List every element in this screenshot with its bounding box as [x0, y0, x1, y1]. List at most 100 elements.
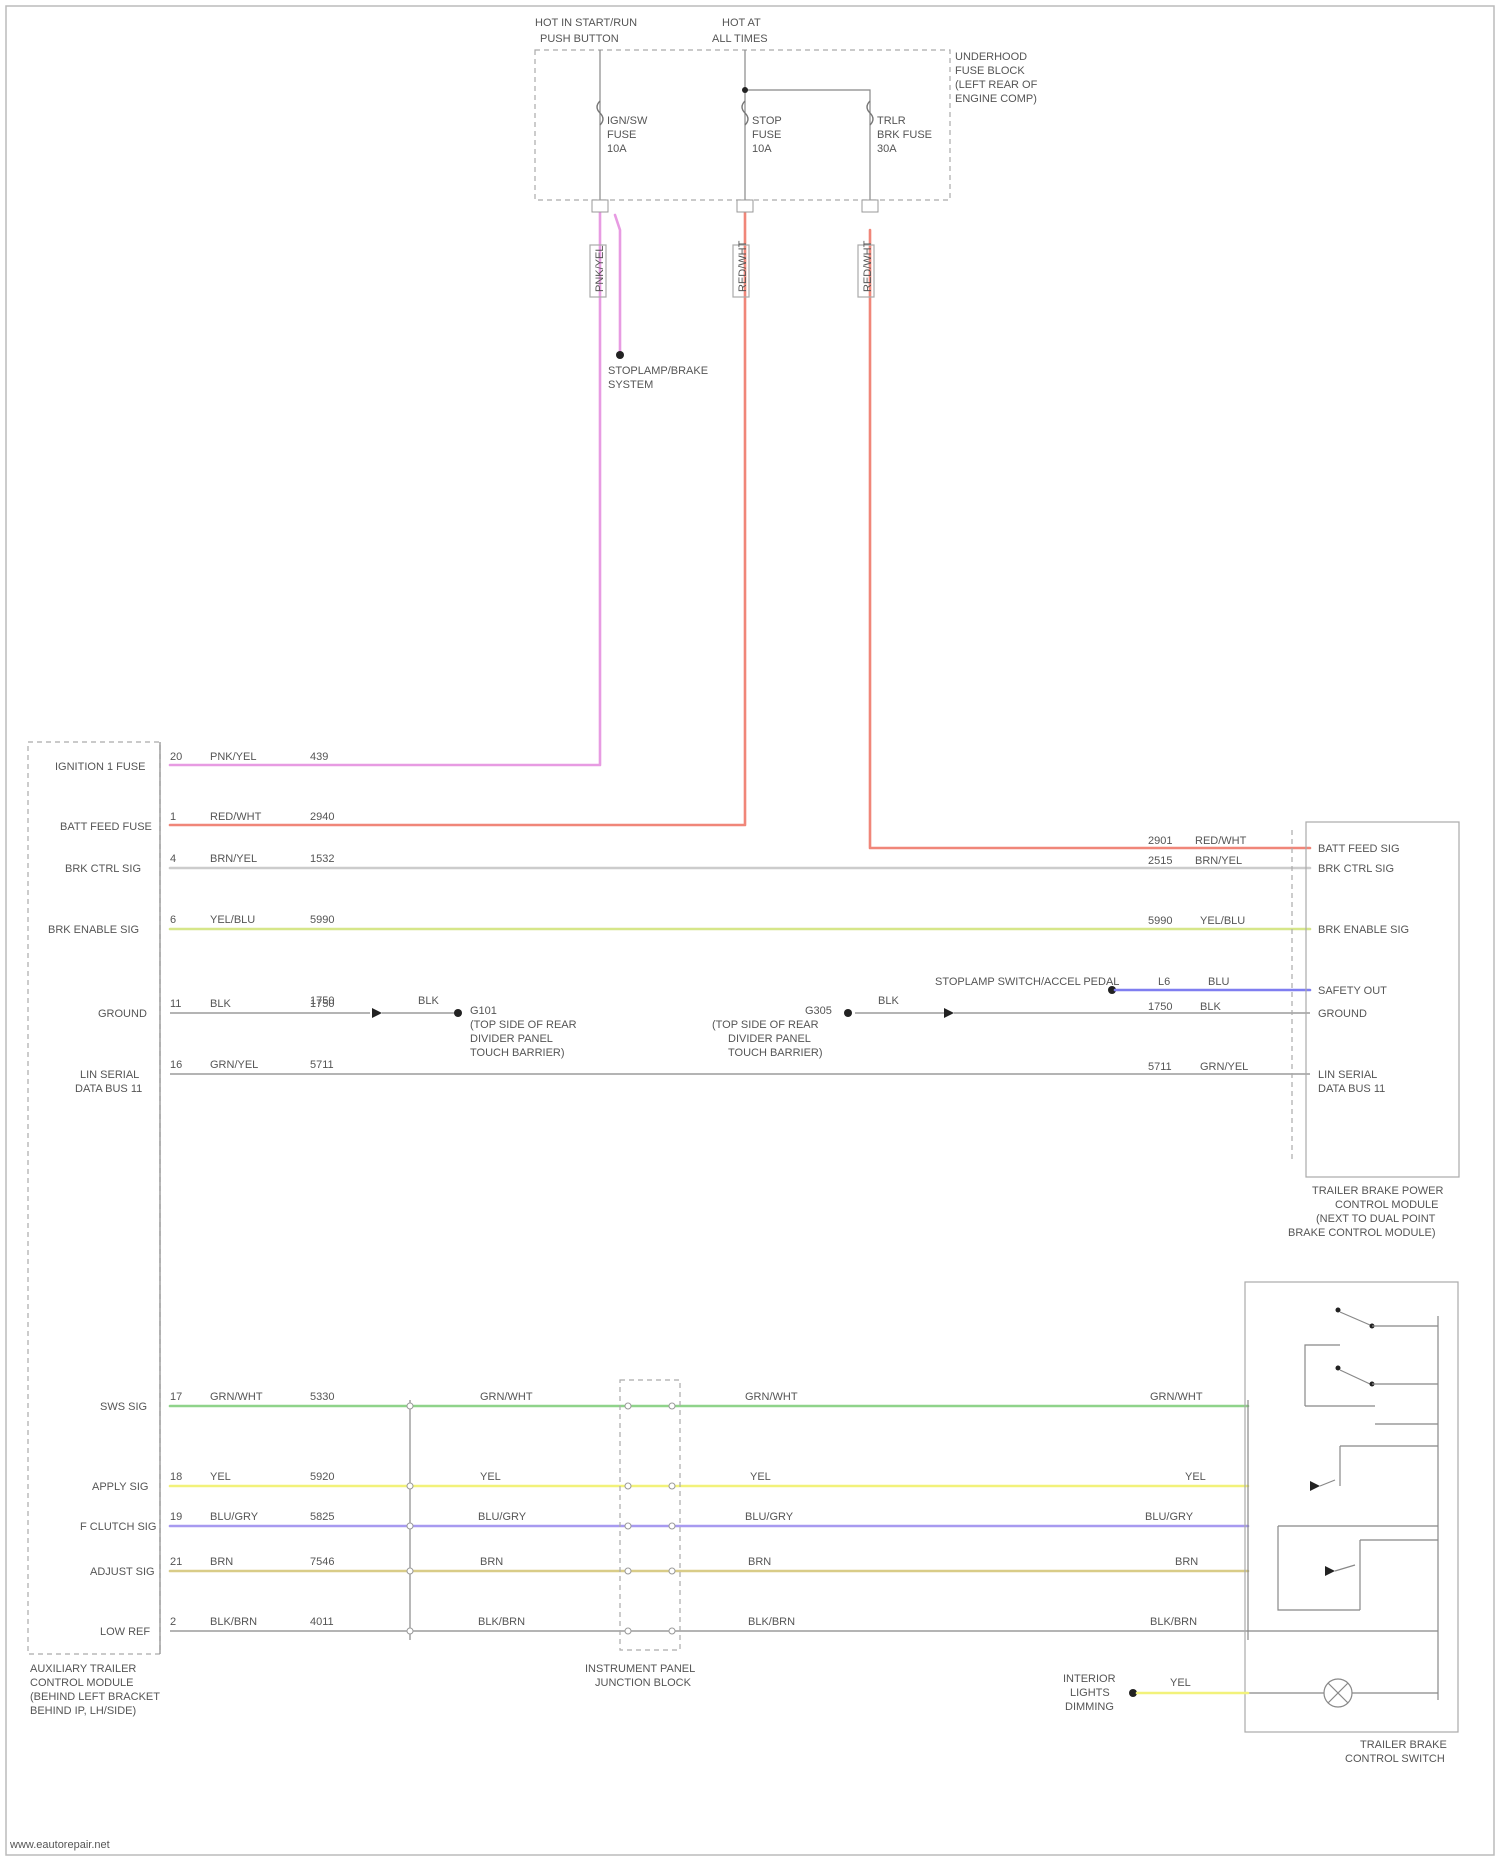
ground-right-label-3: DIVIDER PANEL — [728, 1033, 811, 1045]
wire-trlr-red — [870, 230, 1310, 848]
lower-color-apply-3: YEL — [750, 1471, 771, 1483]
pin-label-apply: APPLY SIG — [92, 1481, 148, 1493]
ground-left-arrow — [372, 1008, 382, 1018]
svg-text:30A: 30A — [877, 143, 897, 155]
svg-text:SAFETY OUT: SAFETY OUT — [1318, 985, 1387, 997]
svg-text:DATA BUS 11: DATA BUS 11 — [1318, 1083, 1385, 1095]
svg-text:PNK/YEL: PNK/YEL — [594, 246, 606, 292]
page-frame — [6, 6, 1494, 1855]
splice-label-1: STOPLAMP/BRAKE — [608, 365, 708, 377]
underhood-fuse-block: HOT IN START/RUN PUSH BUTTON HOT AT ALL … — [535, 17, 1038, 200]
ground-right-color: BLK — [878, 995, 899, 1007]
pin-num-batt: 1 — [170, 811, 176, 823]
lower-color-lowref-2: BLK/BRN — [478, 1616, 525, 1628]
svg-text:GROUND: GROUND — [1318, 1008, 1367, 1020]
ground-right-circuit: 1750 — [1148, 1001, 1172, 1013]
svg-text:BEHIND IP, LH/SIDE): BEHIND IP, LH/SIDE) — [30, 1705, 136, 1717]
pin-color-apply: YEL — [210, 1471, 231, 1483]
inline-connector-1 — [407, 1400, 413, 1640]
svg-text:CONTROL MODULE: CONTROL MODULE — [1335, 1199, 1439, 1211]
fuse-box-side-2: FUSE BLOCK — [955, 65, 1025, 77]
svg-text:BRAKE CONTROL MODULE): BRAKE CONTROL MODULE) — [1288, 1227, 1436, 1239]
pin-color-lowref: BLK/BRN — [210, 1616, 257, 1628]
svg-text:IGN/SW: IGN/SW — [607, 115, 648, 127]
ground-right-label-4: TOUCH BARRIER) — [728, 1047, 823, 1059]
pin-color-batt: RED/WHT — [210, 811, 262, 823]
svg-text:10A: 10A — [752, 143, 772, 155]
lower-color-lowref-4: BLK/BRN — [1150, 1616, 1197, 1628]
rwire-color-safety: BLU — [1208, 976, 1229, 988]
pin-num-adjust: 21 — [170, 1556, 182, 1568]
stoplamp-switch-label: STOPLAMP SWITCH/ACCEL PEDAL — [935, 976, 1119, 988]
ground-right-node — [844, 1009, 852, 1017]
pin-color-sws: GRN/WHT — [210, 1391, 263, 1403]
ground-right-label-2: (TOP SIDE OF REAR — [712, 1019, 819, 1031]
pin-color-fclutch: BLU/GRY — [210, 1511, 259, 1523]
svg-text:TRLR: TRLR — [877, 115, 906, 127]
ambient-label-3: DIMMING — [1065, 1701, 1114, 1713]
pin-num-brkctrl: 4 — [170, 853, 176, 865]
svg-text:INSTRUMENT PANEL: INSTRUMENT PANEL — [585, 1663, 695, 1675]
pin-circuit-brken: 5990 — [310, 914, 334, 926]
rwire-circuit-lin: 5711 — [1148, 1061, 1172, 1073]
svg-text:FUSE: FUSE — [752, 129, 781, 141]
splice-stoplamp — [616, 351, 624, 359]
lower-color-sws-4: GRN/WHT — [1150, 1391, 1203, 1403]
pin-label-fclutch: F CLUTCH SIG — [80, 1521, 156, 1533]
pin-num-lin: 16 — [170, 1059, 182, 1071]
wire-batt-red — [170, 210, 745, 825]
footer-watermark: www.eautorepair.net — [9, 1839, 110, 1851]
pin-label-gnd: GROUND — [98, 1008, 147, 1020]
pin-label-lin-1: LIN SERIAL — [80, 1069, 139, 1081]
pin-num-brken: 6 — [170, 914, 176, 926]
lower-color-fclutch-3: BLU/GRY — [745, 1511, 794, 1523]
lower-color-lowref-3: BLK/BRN — [748, 1616, 795, 1628]
pin-circuit-ign: 439 — [310, 751, 328, 763]
pin-circuit-fclutch: 5825 — [310, 1511, 334, 1523]
wire-ign-pink — [170, 210, 600, 765]
pin-label-brkctrl: BRK CTRL SIG — [65, 863, 141, 875]
lower-color-apply-4: YEL — [1185, 1471, 1206, 1483]
ground-left-color: BLK — [418, 995, 439, 1007]
lower-color-fclutch-2: BLU/GRY — [478, 1511, 527, 1523]
fuse-box-side-4: ENGINE COMP) — [955, 93, 1037, 105]
fuse-block-pin-2 — [737, 200, 753, 212]
left-pins: IGNITION 1 FUSE 20 PNK/YEL 439 BATT FEED… — [48, 751, 334, 1638]
fuse-trlr-brk: TRLR BRK FUSE 30A — [867, 101, 932, 155]
pin-label-lin-2: DATA BUS 11 — [75, 1083, 142, 1095]
pin-num-ign: 20 — [170, 751, 182, 763]
ambient-label-1: INTERIOR — [1063, 1673, 1116, 1685]
svg-text:10A: 10A — [607, 143, 627, 155]
pin-circuit-brkctrl: 1532 — [310, 853, 334, 865]
svg-text:(NEXT TO DUAL POINT: (NEXT TO DUAL POINT — [1316, 1213, 1436, 1225]
trailer-brake-power-control-module: BATT FEED SIG BRK CTRL SIG BRK ENABLE SI… — [1288, 822, 1459, 1239]
fuse-ign: IGN/SW FUSE 10A — [597, 101, 648, 155]
svg-text:BRK ENABLE SIG: BRK ENABLE SIG — [1318, 924, 1409, 936]
lower-color-sws-3: GRN/WHT — [745, 1391, 798, 1403]
wire-ign-pink-branch — [615, 215, 620, 355]
pin-color-lin: GRN/YEL — [210, 1059, 258, 1071]
pin-circuit-lin: 5711 — [310, 1059, 334, 1071]
ground-left-label-1: G101 — [470, 1005, 497, 1017]
pin-circuit-sws: 5330 — [310, 1391, 334, 1403]
lower-color-adjust-2: BRN — [480, 1556, 503, 1568]
rwire-color-brken: YEL/BLU — [1200, 915, 1245, 927]
fuse-stop: STOP FUSE 10A — [742, 101, 782, 155]
trailer-brake-control-switch: TRAILER BRAKE CONTROL SWITCH — [1245, 1282, 1458, 1765]
fuse-box-side-3: (LEFT REAR OF — [955, 79, 1038, 91]
pin-num-lowref: 2 — [170, 1616, 176, 1628]
svg-text:STOP: STOP — [752, 115, 782, 127]
fuse-box-hot-label-2b: ALL TIMES — [712, 33, 768, 45]
svg-text:CONTROL MODULE: CONTROL MODULE — [30, 1677, 134, 1689]
svg-text:BRK FUSE: BRK FUSE — [877, 129, 932, 141]
pin-num-apply: 18 — [170, 1471, 182, 1483]
svg-text:CONTROL SWITCH: CONTROL SWITCH — [1345, 1753, 1445, 1765]
lower-color-sws-2: GRN/WHT — [480, 1391, 533, 1403]
rwire-color-brkctrl: BRN/YEL — [1195, 855, 1242, 867]
svg-text:AUXILIARY TRAILER: AUXILIARY TRAILER — [30, 1663, 136, 1675]
pin-label-brken: BRK ENABLE SIG — [48, 924, 139, 936]
svg-text:JUNCTION BLOCK: JUNCTION BLOCK — [595, 1677, 692, 1689]
lower-color-fclutch-4: BLU/GRY — [1145, 1511, 1194, 1523]
pin-color-brken: YEL/BLU — [210, 914, 255, 926]
pin-label-batt: BATT FEED FUSE — [60, 821, 152, 833]
